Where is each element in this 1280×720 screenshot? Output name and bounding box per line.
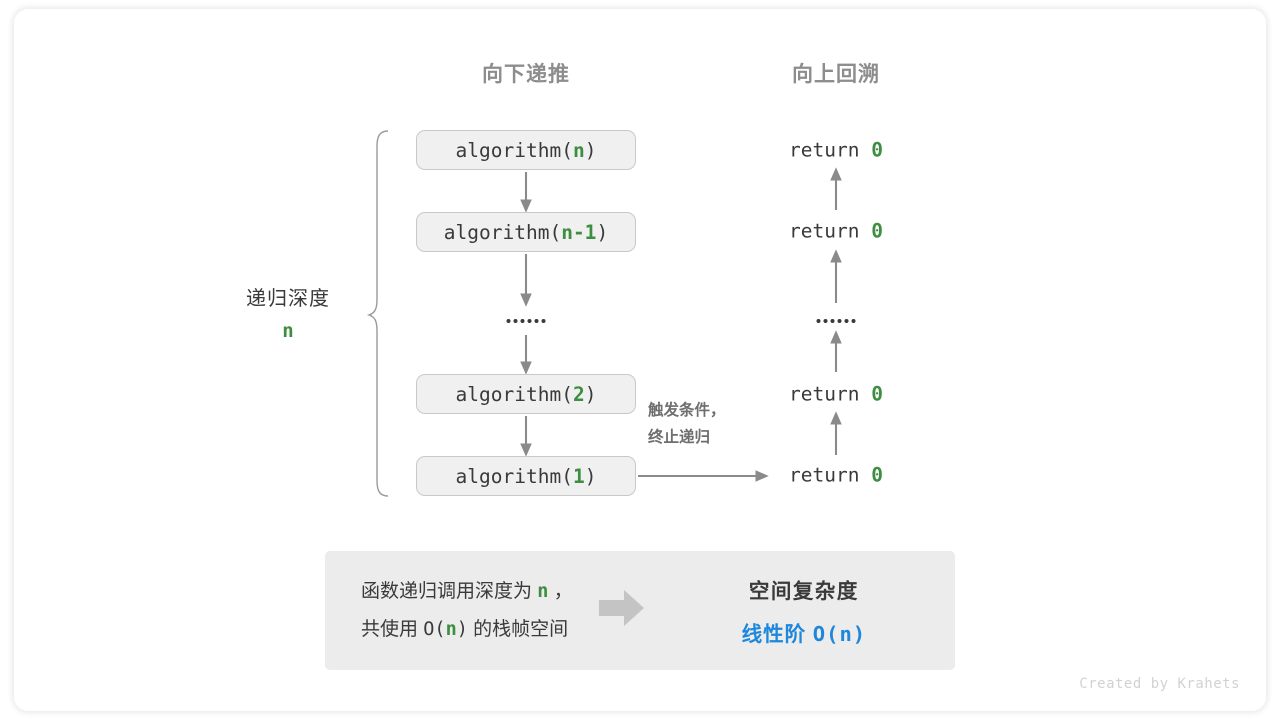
summary-line2-notation-open: O(: [423, 618, 446, 640]
return-value: 0: [871, 138, 883, 162]
summary-line2-text-a: 共使用: [361, 618, 419, 640]
header-recurse-down: 向下递推: [482, 63, 570, 86]
call-frame-arg: 2: [572, 382, 585, 406]
call-frame-arg: 1: [572, 464, 585, 488]
call-frame-prefix: algorithm(: [455, 138, 573, 162]
call-frame-suffix: ): [584, 464, 597, 488]
complexity-title: 空间复杂度: [748, 580, 859, 603]
return-keyword: return: [789, 219, 860, 243]
call-frame-suffix: ): [584, 382, 597, 406]
complexity-value: 线性阶 O(n): [667, 617, 941, 647]
return-label: return 0: [789, 464, 883, 487]
terminate-note-line1: 触发条件，: [648, 402, 726, 419]
summary-line2-notation-close: ): [456, 618, 468, 640]
complexity-value-label: 线性阶: [741, 623, 807, 646]
return-label: return 0: [789, 383, 883, 406]
call-frame-prefix: algorithm(: [455, 464, 573, 488]
return-stack-ellipsis-icon: [816, 319, 856, 323]
block-right-arrow-icon: [598, 589, 645, 632]
complexity-result: 空间复杂度 线性阶 O(n): [667, 574, 941, 647]
return-value: 0: [871, 463, 883, 487]
recursion-depth-label: 递归深度 n: [246, 282, 330, 342]
summary-line-2: 共使用 O(n) 的栈帧空间: [361, 611, 573, 648]
return-keyword: return: [789, 463, 860, 487]
return-label: return 0: [789, 139, 883, 162]
call-stack-ellipsis-icon: [506, 319, 546, 323]
summary-line1-text-a: 函数递归调用深度为: [361, 581, 533, 603]
call-frame-suffix: ): [596, 220, 609, 244]
return-value: 0: [871, 382, 883, 406]
summary-description: 函数递归调用深度为 n ， 共使用 O(n) 的栈帧空间: [361, 573, 573, 647]
call-frame-box[interactable]: algorithm(n-1): [416, 212, 636, 252]
return-keyword: return: [789, 138, 860, 162]
terminate-note-line2: 终止递归: [648, 429, 711, 447]
return-keyword: return: [789, 382, 860, 406]
return-value: 0: [871, 219, 883, 243]
call-frame-box[interactable]: algorithm(n): [416, 130, 636, 170]
complexity-value-notation: O(n): [812, 622, 867, 646]
recursion-depth-text: 递归深度: [246, 288, 330, 310]
call-frame-prefix: algorithm(: [443, 220, 562, 244]
call-frame-arg: n: [572, 138, 585, 162]
call-frame-arg: n-1: [561, 220, 597, 244]
call-frame-prefix: algorithm(: [455, 382, 573, 406]
summary-line1-variable: n: [537, 581, 549, 603]
credit-text: Created by Krahets: [1079, 676, 1240, 692]
call-frame-suffix: ): [584, 138, 597, 162]
summary-line1-text-b: ，: [553, 581, 573, 603]
terminate-condition-note: 触发条件， 终止递归: [648, 397, 726, 451]
return-label: return 0: [789, 220, 883, 243]
depth-brace: [366, 130, 389, 497]
summary-line2-text-b: 的栈帧空间: [473, 618, 569, 640]
summary-line-1: 函数递归调用深度为 n ，: [361, 573, 573, 610]
complexity-summary-panel: 函数递归调用深度为 n ， 共使用 O(n) 的栈帧空间 空间复杂度 线性阶 O…: [325, 551, 955, 670]
header-backtrack-up: 向上回溯: [792, 63, 880, 86]
recursion-depth-value: n: [282, 320, 294, 342]
summary-line2-variable: n: [445, 618, 457, 640]
call-frame-box[interactable]: algorithm(2): [416, 374, 636, 414]
call-frame-box[interactable]: algorithm(1): [416, 456, 636, 496]
